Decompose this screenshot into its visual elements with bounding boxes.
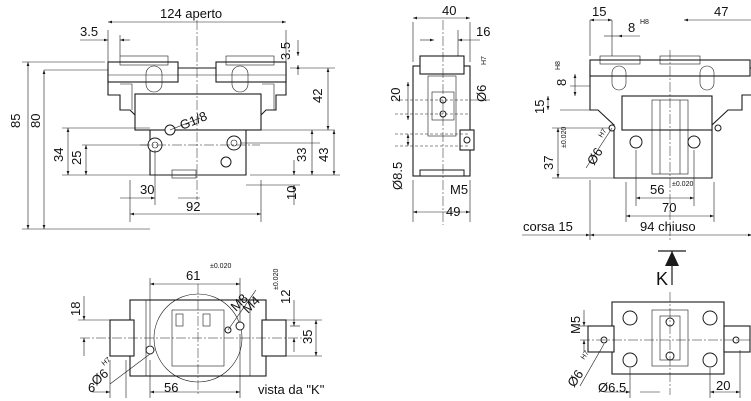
rv-dim-47: 47 — [714, 4, 728, 19]
dim-33: 33 — [294, 148, 309, 162]
rv-stroke: corsa 15 — [523, 219, 573, 234]
front-view: 124 aperto 3.5 3.5 85 80 34 25 42 33 43 — [8, 6, 340, 230]
dim-3-5-right: 3.5 — [278, 42, 293, 60]
rv-dim-8: 8 — [628, 20, 635, 35]
dim-42: 42 — [310, 89, 325, 103]
rv-d6: Ø6 — [584, 145, 606, 168]
dim-40: 40 — [442, 3, 456, 18]
bv-tol-12: ±0.020 — [273, 269, 280, 290]
bv-dim-18: 18 — [68, 302, 83, 316]
dim-30: 30 — [140, 182, 154, 197]
bottom-right-view: M5 Ø6 H7 Ø6.5 20 — [564, 292, 751, 398]
dim-124-open: 124 aperto — [160, 6, 222, 21]
dim-92: 92 — [186, 199, 200, 214]
bv-dim-6: 6 — [88, 380, 95, 395]
bv-tol-61: ±0.020 — [210, 263, 231, 270]
side-h7: H7 — [481, 56, 488, 65]
side-d85: Ø8.5 — [390, 162, 405, 190]
brv-m5: M5 — [568, 316, 583, 334]
bv-dim-61: 61 — [186, 268, 200, 283]
side-view: 40 16 20 Ø6 H7 Ø8.5 49 M5 — [388, 3, 490, 225]
rv-h8-side: H8 — [555, 61, 562, 70]
rv-closed: 94 chiuso — [640, 219, 696, 234]
rv-h8: H8 — [640, 19, 649, 26]
right-view: 15 47 8 H8 8 H8 15 37 ±0.020 Ø6 H7 56 ±0… — [522, 4, 751, 289]
rv-h7: H7 — [598, 128, 609, 139]
dim-16: 16 — [476, 24, 490, 39]
brv-d65: Ø6.5 — [598, 380, 626, 395]
dim-10: 10 — [284, 186, 299, 200]
bottom-view: 61 ±0.020 18 M8 M4 12 ±0.020 35 Ø6 H7 6 … — [68, 263, 325, 398]
view-arrow-k: K — [656, 269, 668, 289]
rv-dim-37: 37 — [541, 156, 556, 170]
side-m5: M5 — [450, 182, 468, 197]
brv-dim-20: 20 — [716, 378, 730, 393]
rv-dim-8-side: 8 — [554, 79, 569, 86]
dim-43: 43 — [316, 148, 331, 162]
dim-80: 80 — [28, 114, 43, 128]
bv-caption: vista da "K" — [258, 382, 325, 397]
dim-49: 49 — [446, 204, 460, 219]
bv-dim-12: 12 — [278, 290, 293, 304]
bv-h7: H7 — [101, 356, 112, 367]
rv-tol-56: ±0.020 — [672, 181, 693, 188]
dim-3-5-left: 3.5 — [80, 24, 98, 39]
bv-dim-35: 35 — [300, 330, 315, 344]
brv-d6: Ø6 — [564, 367, 586, 390]
rv-dim-15: 15 — [592, 4, 606, 19]
rv-dim-15-side: 15 — [532, 100, 547, 114]
dim-20: 20 — [388, 88, 403, 102]
brv-h7: H7 — [580, 350, 591, 361]
rv-dim-56: 56 — [650, 182, 664, 197]
dim-25: 25 — [69, 151, 84, 165]
rv-dim-70: 70 — [662, 200, 676, 215]
bv-dim-56: 56 — [164, 380, 178, 395]
side-d6: Ø6 — [474, 85, 489, 102]
dim-85: 85 — [8, 114, 23, 128]
dim-34: 34 — [51, 148, 66, 162]
rv-tol-37: ±0.020 — [561, 127, 568, 148]
